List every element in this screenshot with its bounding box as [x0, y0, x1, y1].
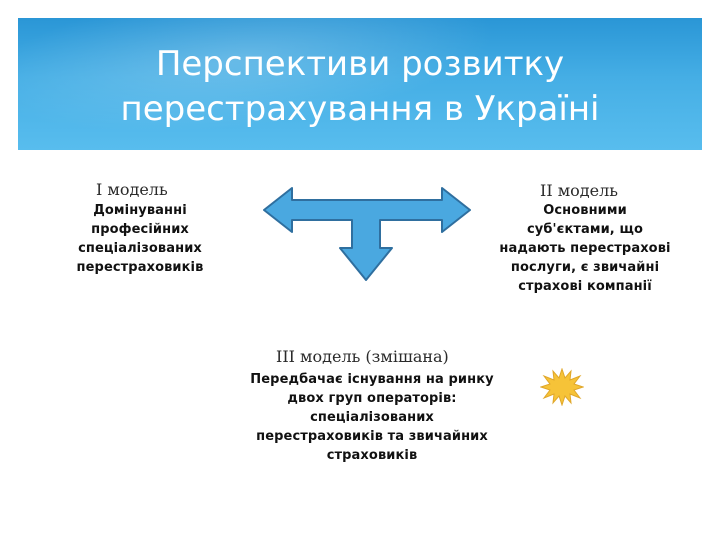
- slide-title-line-1: Перспективи розвитку: [155, 44, 565, 84]
- model-1-line: Домінуванні: [93, 203, 187, 218]
- three-way-arrow-icon: [263, 187, 471, 281]
- arrow-shape: [263, 187, 471, 281]
- model-2-description: Основними суб'єктами, що надають перестр…: [478, 201, 692, 296]
- model-3-line: Передбачає існування на ринку: [250, 372, 494, 387]
- model-2-line: Основними: [543, 203, 627, 218]
- model-3-description: Передбачає існування на ринку двох груп …: [222, 370, 522, 465]
- model-2-line: суб'єктами, що: [527, 222, 643, 237]
- model-3-title: III модель (змішана): [276, 347, 449, 366]
- model-1-title: I модель: [96, 180, 168, 199]
- model-2-line: послуги, є звичайні: [510, 260, 660, 275]
- slide-title-line-2: перестрахування в Україні: [120, 89, 600, 129]
- model-2-line: надають перестрахові: [499, 241, 671, 256]
- model-3-line: спеціалізованих: [310, 410, 434, 425]
- model-2-line: страхові компанії: [518, 279, 652, 294]
- model-2-title: II модель: [540, 181, 618, 200]
- title-banner: Перспективи розвитку перестрахування в У…: [18, 18, 702, 150]
- model-1-line: перестраховиків: [76, 260, 204, 275]
- starburst-shape: [540, 368, 584, 406]
- model-3-line: двох груп операторів:: [287, 391, 457, 406]
- model-3-line: перестраховиків та звичайних: [256, 429, 488, 444]
- model-3-line: страховиків: [326, 448, 418, 463]
- slide-title: Перспективи розвитку перестрахування в У…: [18, 42, 702, 132]
- model-1-line: професійних: [91, 222, 189, 237]
- model-1-description: Домінуванні професійних спеціалізованих …: [48, 201, 232, 277]
- starburst-icon: [540, 368, 584, 406]
- model-1-line: спеціалізованих: [78, 241, 202, 256]
